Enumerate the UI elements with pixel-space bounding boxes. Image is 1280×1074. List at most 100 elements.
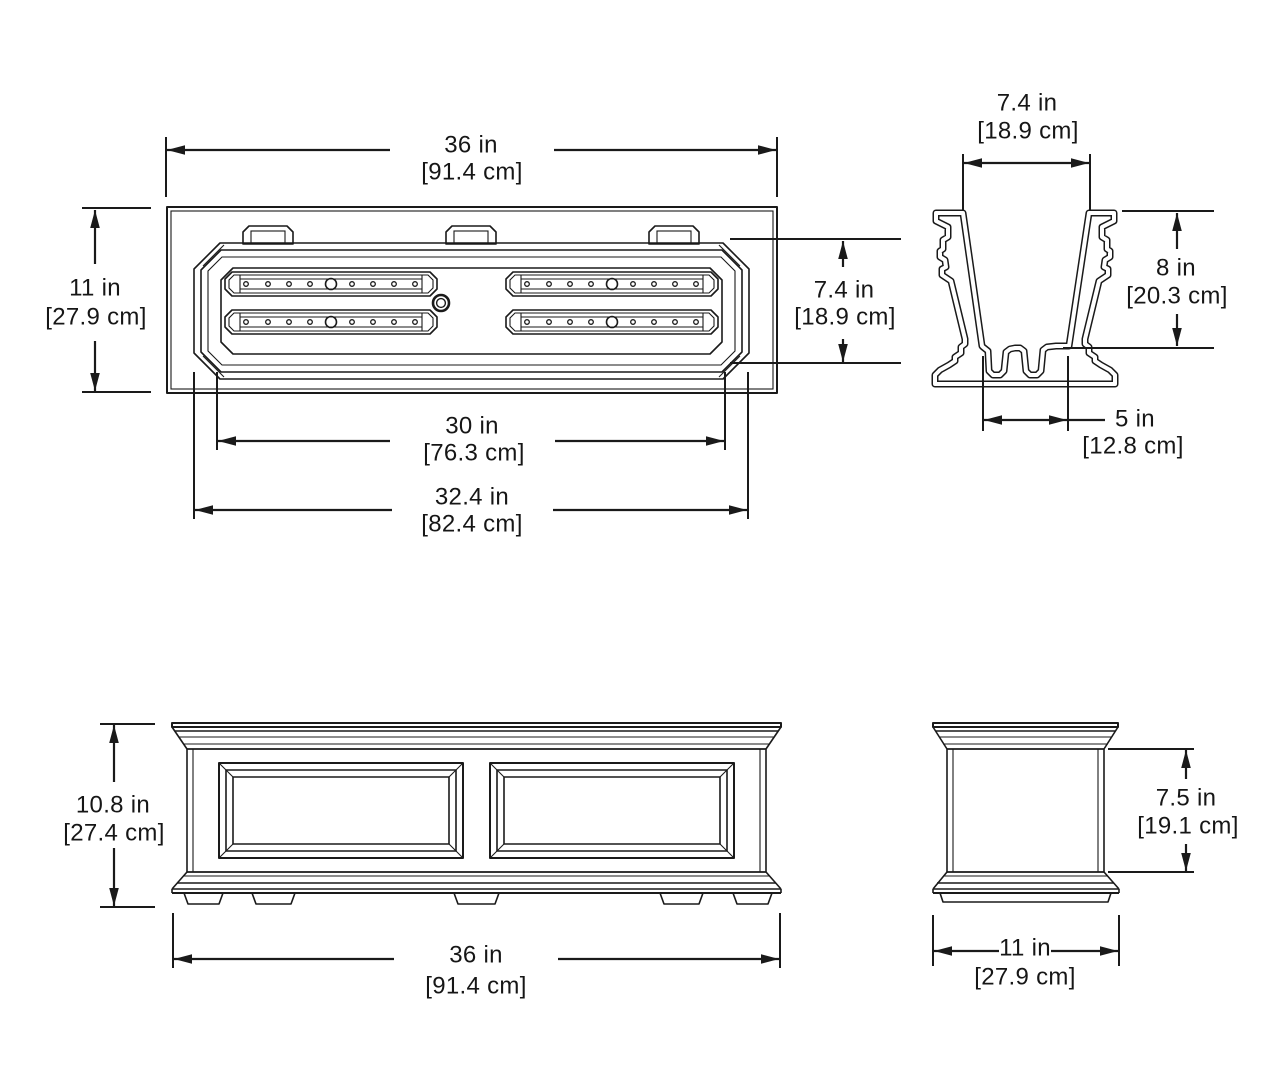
dim-top-overall-depth: 11 in [27.9 cm] (45, 207, 151, 393)
drainage-hole (412, 319, 418, 325)
dim-label-inches: 10.8 in (76, 792, 150, 819)
drainage-hole-large (324, 277, 338, 291)
drainage-hole-large (324, 315, 338, 329)
channel-strip (224, 271, 438, 297)
drainage-hole (265, 281, 271, 287)
drainage-hole (286, 281, 292, 287)
top-view-outer-shell (166, 206, 778, 394)
drainage-hole (588, 281, 594, 287)
dim-top-inner-width: 30 in [76.3 cm] (216, 372, 726, 467)
dim-label-inches: 32.4 in (435, 484, 509, 511)
dim-label-inches: 11 in (69, 275, 121, 302)
dim-label-metric: [12.8 cm] (1082, 433, 1183, 460)
front-panel-left (218, 762, 464, 859)
rim-corner-chamfer-tr (718, 244, 741, 267)
drainage-hole (243, 319, 249, 325)
mounting-clip-left (242, 225, 294, 245)
side-foot-lip (939, 892, 1112, 903)
front-foot (659, 892, 704, 905)
dim-front-width: 36 in [91.4 cm] (172, 913, 781, 1000)
dim-label-inches: 8 in (1156, 255, 1196, 282)
rim-corner-chamfer-tl (202, 244, 225, 267)
rim-corner-chamfer-br (718, 355, 741, 378)
dim-label-metric: [27.9 cm] (45, 304, 146, 331)
drainage-hole (672, 319, 678, 325)
dim-side-height: 7.5 in [19.1 cm] (1108, 748, 1238, 873)
dim-label-metric: [27.9 cm] (974, 964, 1075, 991)
dim-top-overall-width: 36 in [91.4 cm] (165, 132, 778, 197)
drainage-hole (651, 319, 657, 325)
dim-label-inches: 11 in (999, 935, 1051, 962)
dim-side-depth: 11 in [27.9 cm] (932, 915, 1120, 991)
mounting-clip-center (445, 225, 497, 245)
drainage-hole (349, 319, 355, 325)
dim-label-inches: 7.5 in (1156, 785, 1217, 812)
dim-label-metric: [27.4 cm] (63, 820, 164, 847)
dim-section-inner-height: 8 in [20.3 cm] (1063, 210, 1227, 349)
drainage-hole (391, 281, 397, 287)
front-foot (251, 892, 296, 905)
drainage-hole (630, 319, 636, 325)
dim-section-base-width: 5 in [12.8 cm] (982, 356, 1183, 460)
dim-label-metric: [18.9 cm] (794, 304, 895, 331)
drainage-hole (391, 319, 397, 325)
dim-label-inches: 36 in (449, 942, 503, 969)
channel-strip (505, 271, 719, 297)
front-panel-right (489, 762, 735, 859)
dim-section-opening: 7.4 in [18.9 cm] (962, 90, 1091, 211)
rim-corner-chamfer-bl (202, 355, 225, 378)
drainage-hole (588, 319, 594, 325)
dim-label-metric: [19.1 cm] (1137, 813, 1238, 840)
drainage-channels (224, 271, 719, 335)
dim-label-metric: [76.3 cm] (423, 440, 524, 467)
front-base (171, 871, 782, 905)
dim-label-inches: 7.4 in (814, 277, 875, 304)
drainage-hole-large (605, 277, 619, 291)
dim-label-metric: [91.4 cm] (425, 973, 526, 1000)
drainage-hole-large (605, 315, 619, 329)
section-view: 7.4 in [18.9 cm] 8 in [20.3 cm] 5 in [12… (931, 90, 1227, 460)
front-foot (732, 892, 773, 905)
dim-label-metric: [18.9 cm] (977, 118, 1078, 145)
drainage-hole (524, 319, 530, 325)
side-body (946, 748, 1105, 873)
drainage-hole (672, 281, 678, 287)
dim-top-inner-depth: 7.4 in [18.9 cm] (730, 238, 901, 364)
dim-label-metric: [82.4 cm] (421, 511, 522, 538)
center-drain-hole (431, 293, 451, 313)
drainage-hole (370, 281, 376, 287)
drainage-hole (693, 281, 699, 287)
dim-label-metric: [91.4 cm] (421, 159, 522, 186)
dim-front-height: 10.8 in [27.4 cm] (63, 723, 164, 908)
drainage-hole (265, 319, 271, 325)
front-body (186, 748, 767, 873)
drainage-hole (567, 319, 573, 325)
drainage-hole (693, 319, 699, 325)
drainage-hole (243, 281, 249, 287)
side-view: 7.5 in [19.1 cm] 11 in [27.9 cm] (932, 722, 1238, 991)
top-view: 36 in [91.4 cm] 11 in [27.9 cm] 7.4 in [… (45, 132, 901, 538)
dim-label-inches: 7.4 in (997, 90, 1058, 117)
front-cap-and-crown (171, 722, 782, 750)
drainage-hole (630, 281, 636, 287)
drainage-hole (370, 319, 376, 325)
drainage-hole (349, 281, 355, 287)
side-cap-and-crown (932, 722, 1119, 750)
front-view: 10.8 in [27.4 cm] 36 in [91.4 cm] (63, 722, 782, 1000)
section-wall-profile-inner (933, 211, 1117, 386)
dim-label-inches: 5 in (1115, 406, 1155, 433)
mounting-clip-right (648, 225, 700, 245)
dim-label-inches: 36 in (444, 132, 498, 159)
front-foot (453, 892, 500, 905)
dim-label-inches: 30 in (445, 413, 499, 440)
drainage-hole (546, 319, 552, 325)
drainage-hole (307, 319, 313, 325)
side-base (932, 871, 1120, 903)
drainage-hole (546, 281, 552, 287)
drainage-hole (412, 281, 418, 287)
dim-top-liner-width: 32.4 in [82.4 cm] (193, 372, 749, 538)
drainage-hole (651, 281, 657, 287)
drainage-hole (567, 281, 573, 287)
